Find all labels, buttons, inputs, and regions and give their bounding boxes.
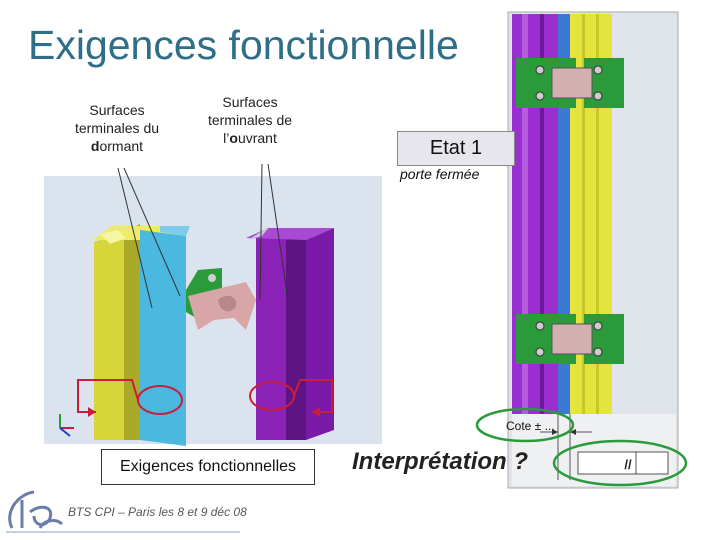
yellow-band-line-1 xyxy=(582,14,585,414)
top-hinge-screw-3 xyxy=(593,65,603,75)
yellow-profile-front xyxy=(94,232,124,440)
top-hinge-screw-1 xyxy=(535,65,545,75)
green-callout-cote xyxy=(475,407,575,443)
bottom-hinge-screw-4 xyxy=(593,347,603,357)
yellow-profile-top-detail xyxy=(100,230,126,244)
label-ouvrant-prefix: l’ xyxy=(223,130,230,146)
purple-band-line xyxy=(540,14,544,414)
yellow-profile-side xyxy=(124,224,140,440)
label-ouvrant-suffix: uvrant xyxy=(237,130,277,146)
yellow-band-line-2 xyxy=(596,14,599,414)
interpretation-label: Interprétation ? xyxy=(352,448,529,475)
top-hinge-knuckle xyxy=(551,67,593,99)
cad-3d-view xyxy=(44,176,382,446)
label-dormant-suffix: ormant xyxy=(99,138,144,154)
arrowhead-right-icon xyxy=(312,407,320,417)
hinge-screw xyxy=(208,274,216,282)
pink-hinge-hole xyxy=(218,295,237,312)
top-hinge-screw-2 xyxy=(535,91,545,101)
callout-connector-right xyxy=(293,379,333,413)
label-dormant-line3: dormant xyxy=(52,137,182,155)
purple-profile-rear xyxy=(306,228,334,440)
etat-box: Etat 1 xyxy=(397,131,515,166)
tolerance-frame xyxy=(577,451,669,475)
callout-connector-left xyxy=(77,379,139,413)
label-dormant-line1: Surfaces xyxy=(89,102,145,118)
blue-profile-top xyxy=(160,226,190,236)
drawing-2d-view: // xyxy=(507,11,679,489)
parallelism-symbol: // xyxy=(624,457,632,472)
bottom-hinge-screw-1 xyxy=(535,321,545,331)
pointer-dormant-1 xyxy=(117,167,153,309)
purple-top-gap xyxy=(248,226,270,240)
label-ouvrant-line2: terminales de xyxy=(207,112,293,128)
logo-script-icon xyxy=(8,490,64,529)
exigences-fonctionnelles-box: Exigences fonctionnelles xyxy=(101,449,315,485)
bottom-hinge-screw-2 xyxy=(535,347,545,357)
purple-profile-top xyxy=(246,228,334,240)
arrowhead-left-icon xyxy=(88,407,96,417)
footer-text: BTS CPI – Paris les 8 et 9 déc 08 xyxy=(68,505,247,519)
top-hinge-screw-4 xyxy=(593,91,603,101)
purple-band-highlight xyxy=(522,14,528,414)
dimension-arrow-left-icon xyxy=(552,429,558,435)
label-ouvrant-line3: l’ouvrant xyxy=(190,129,310,147)
label-dormant-line2: terminales du xyxy=(74,120,160,136)
label-ouvrant-line1: Surfaces xyxy=(222,94,278,110)
label-surfaces-dormant: Surfaces terminales du dormant xyxy=(52,101,182,155)
porte-fermee-label: porte fermée xyxy=(400,166,480,182)
dimension-arrow-right-icon xyxy=(570,429,576,435)
label-dormant-bold: d xyxy=(90,138,100,154)
label-ouvrant-bold: o xyxy=(229,130,238,146)
green-callout-tolerance xyxy=(552,439,688,487)
axis-z-line xyxy=(59,427,71,437)
purple-profile-front xyxy=(256,232,286,440)
pointer-dormant-2 xyxy=(123,167,181,297)
bottom-hinge-knuckle xyxy=(551,323,593,355)
pointer-ouvrant-1 xyxy=(259,163,263,301)
slide-title: Exigences fonctionnelle xyxy=(28,22,459,68)
purple-profile-side xyxy=(286,232,306,440)
label-surfaces-ouvrant: Surfaces terminales de l’ouvrant xyxy=(190,93,310,147)
pointer-ouvrant-2 xyxy=(267,163,289,301)
lgem-logo xyxy=(6,490,240,533)
bottom-hinge-screw-3 xyxy=(593,321,603,331)
cote-label: Cote ± ... xyxy=(506,419,555,433)
